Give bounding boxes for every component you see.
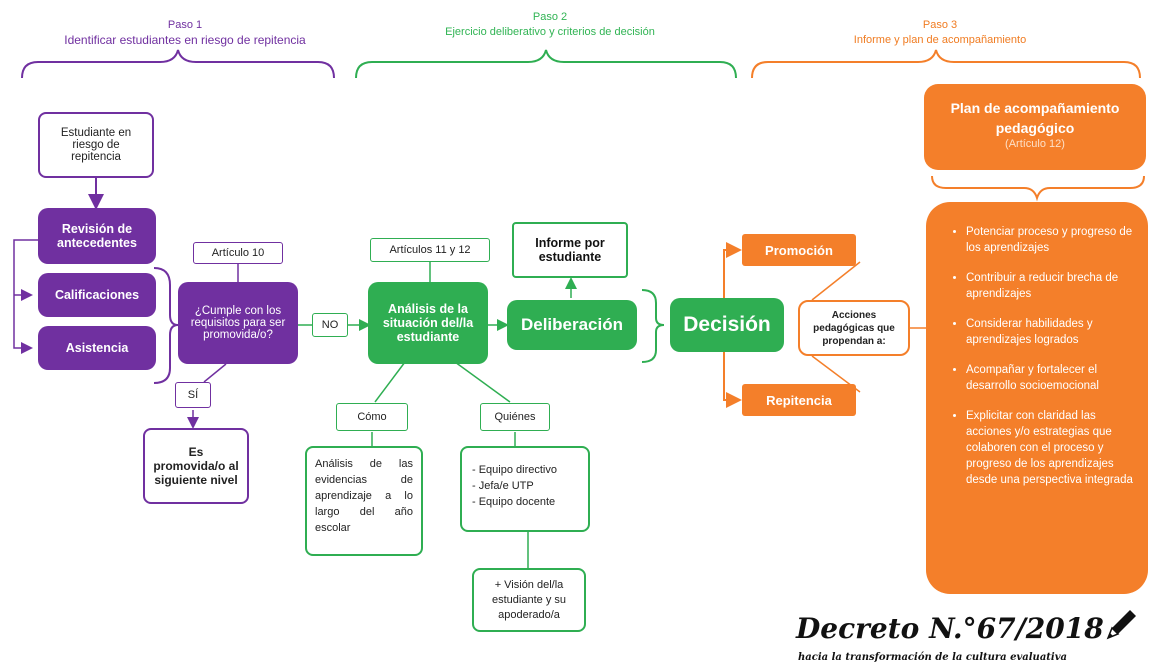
review-node: Revisión de antecedentes bbox=[38, 208, 156, 264]
footer-subtitle: hacia la transformación de la cultura ev… bbox=[798, 652, 1068, 663]
plan-action-item: Considerar habilidades y aprendizajes lo… bbox=[966, 316, 1134, 348]
attendance-node: Asistencia bbox=[38, 326, 156, 370]
who-label: Quiénes bbox=[480, 403, 550, 431]
step1-header: Paso 1 Identificar estudiantes en riesgo… bbox=[40, 18, 330, 48]
how-label: Cómo bbox=[336, 403, 408, 431]
plan-action-item: Potenciar proceso y progreso de los apre… bbox=[966, 224, 1134, 256]
articles-11-12-label: Artículos 11 y 12 bbox=[370, 238, 490, 262]
who-item: - Jefa/e UTP bbox=[472, 480, 534, 492]
step2-header: Paso 2 Ejercicio deliberativo y criterio… bbox=[370, 10, 730, 40]
repetition-node: Repitencia bbox=[742, 384, 856, 416]
promotion-node: Promoción bbox=[742, 234, 856, 266]
how-description: Análisis de las evidencias de aprendizaj… bbox=[305, 446, 423, 556]
step3-subtitle: Informe y plan de acompañamiento bbox=[853, 34, 1027, 46]
step2-subtitle: Ejercicio deliberativo y criterios de de… bbox=[445, 26, 655, 38]
plan-action-item: Acompañar y fortalecer el desarrollo soc… bbox=[966, 362, 1134, 394]
promoted-node: Es promovida/o al siguiente nivel bbox=[143, 428, 249, 504]
plan-actions-node: Potenciar proceso y progreso de los apre… bbox=[926, 202, 1148, 594]
report-node: Informe por estudiante bbox=[512, 222, 628, 278]
student-risk-node: Estudiante en riesgo de repitencia bbox=[38, 112, 154, 178]
yes-label: SÍ bbox=[175, 382, 211, 408]
plan-title-node: Plan de acompañamiento pedagógico (Artíc… bbox=[924, 84, 1146, 170]
step1-subtitle: Identificar estudiantes en riesgo de rep… bbox=[64, 33, 306, 47]
plan-actions-list: Potenciar proceso y progreso de los apre… bbox=[942, 224, 1134, 488]
who-item: - Equipo docente bbox=[472, 496, 556, 508]
no-label: NO bbox=[312, 313, 348, 337]
step2-title: Paso 2 bbox=[532, 11, 568, 23]
article10-label: Artículo 10 bbox=[193, 242, 283, 264]
who-list: - Equipo directivo - Jefa/e UTP - Equipo… bbox=[460, 446, 590, 532]
decision-node: Decisión bbox=[670, 298, 784, 352]
plan-title: Plan de acompañamiento pedagógico bbox=[950, 100, 1120, 136]
deliberation-node: Deliberación bbox=[507, 300, 637, 350]
footer-title: Decreto N.°67/2018 bbox=[796, 612, 1104, 645]
student-vision-node: + Visión del/la estudiante y su apoderad… bbox=[472, 568, 586, 632]
grades-node: Calificaciones bbox=[38, 273, 156, 317]
who-item: - Equipo directivo bbox=[472, 464, 557, 476]
step3-header: Paso 3 Informe y plan de acompañamiento bbox=[790, 18, 1090, 48]
plan-action-item: Contribuir a reducir brecha de aprendiza… bbox=[966, 270, 1134, 302]
step3-title: Paso 3 bbox=[922, 19, 958, 31]
plan-action-item: Explicitar con claridad las acciones y/o… bbox=[966, 408, 1134, 488]
analysis-node: Análisis de la situación del/la estudian… bbox=[368, 282, 488, 364]
step1-title: Paso 1 bbox=[167, 19, 203, 31]
requirements-question-node: ¿Cumple con los requisitos para ser prom… bbox=[178, 282, 298, 364]
pedagogical-actions-node: Acciones pedagógicas que propendan a: bbox=[798, 300, 910, 356]
plan-article: (Artículo 12) bbox=[1005, 138, 1065, 150]
pencil-icon bbox=[1100, 606, 1140, 646]
